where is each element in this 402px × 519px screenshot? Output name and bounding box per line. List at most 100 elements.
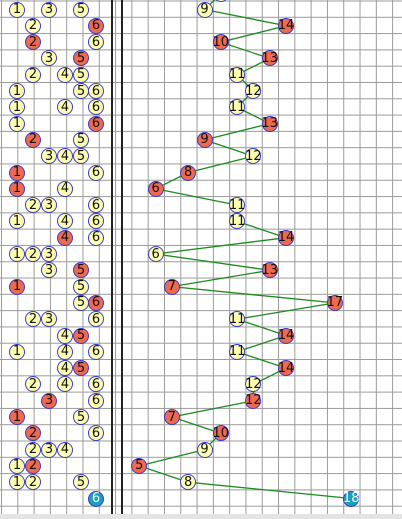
die-cell: 2 (25, 425, 41, 442)
die-cell: 3 (41, 392, 57, 409)
path-segment (171, 269, 270, 288)
path-node: 13 (261, 115, 278, 132)
die-cell: 1 (9, 180, 25, 197)
die-cell: 3 (41, 311, 57, 328)
path-node: 8 (180, 164, 197, 181)
die-cell: 4 (57, 441, 73, 458)
die-cell: 2 (25, 131, 41, 148)
panel-divider-left (111, 0, 113, 519)
die-cell: 6 (88, 343, 104, 360)
die-cell: 3 (41, 262, 57, 279)
die-cell: 5 (73, 294, 89, 311)
path-node: 11 (228, 343, 246, 360)
path-node: 9 (196, 131, 213, 148)
die-cell: 2 (25, 197, 41, 214)
die-cell: 2 (25, 17, 41, 34)
path-node: 14 (277, 229, 295, 246)
die-cell: 5 (73, 262, 89, 279)
path-segment (236, 302, 336, 320)
die-cell: 1 (9, 474, 25, 491)
path-segment (155, 253, 270, 271)
path-node: 10 (212, 425, 230, 442)
path-node: 14 (277, 17, 295, 34)
path-node: 9 (196, 441, 213, 458)
die-cell: 4 (57, 99, 73, 116)
path-segment (188, 481, 352, 500)
path-node: 7 (163, 278, 180, 295)
die-cell: 1 (9, 278, 25, 295)
die-cell: 2 (25, 441, 41, 458)
die-cell: 5 (73, 50, 89, 67)
path-node: 13 (261, 262, 278, 279)
panel-divider-right (121, 0, 123, 519)
path-segment (188, 155, 254, 174)
die-cell: 4 (57, 180, 73, 197)
path-node: 10 (212, 34, 230, 51)
die-cell: 6 (88, 376, 104, 393)
path-segment (204, 122, 270, 141)
path-segment (171, 285, 335, 304)
die-cell: 6 (88, 425, 104, 442)
die-cell: 1 (9, 83, 25, 99)
die-cell: 5 (73, 66, 89, 83)
die-cell: 1 (9, 246, 25, 262)
path-segment (139, 465, 189, 483)
die-cell: 1 (9, 457, 25, 474)
die-cell: 6 (88, 34, 104, 51)
path-node: 6 (147, 180, 164, 197)
die-cell: 2 (25, 66, 41, 83)
die-cell: 1 (9, 115, 25, 132)
die-cell: 5 (73, 409, 89, 425)
die-cell: 1 (9, 343, 25, 360)
path-node: 10 (213, 0, 229, 2)
path-node: 6 (147, 246, 164, 262)
path-node: 11 (228, 197, 246, 214)
die-cell: 5 (73, 1, 89, 18)
die-cell: 4 (57, 148, 73, 165)
die-cell: 6 (88, 294, 104, 311)
path-node: 11 (228, 311, 246, 328)
die-cell: 4 (57, 213, 73, 230)
die-cell: 2 (25, 474, 41, 491)
die-cell: 1 (9, 213, 25, 230)
bottom-scrollbar[interactable] (0, 514, 402, 519)
die-cell: 6 (88, 83, 104, 99)
die-cell: 5 (73, 474, 89, 491)
path-node: 14 (277, 327, 295, 344)
path-node: 12 (245, 392, 262, 409)
die-cell: 5 (73, 131, 89, 148)
die-cell: 2 (25, 34, 41, 51)
die-cell: 3 (41, 50, 57, 67)
path-segment (220, 25, 287, 43)
die-cell: 5 (73, 360, 89, 377)
die-cell: 3 (41, 246, 57, 262)
die-cell: 6 (88, 197, 104, 214)
path-node: 7 (163, 409, 180, 425)
path-segment (204, 8, 287, 27)
die-cell: 2 (25, 311, 41, 328)
die-cell: 4 (57, 376, 73, 393)
die-cell: 6 (88, 392, 104, 409)
path-node: 11 (228, 213, 246, 230)
path-node: 12 (245, 376, 262, 393)
path-segment (139, 448, 205, 467)
path-segment (236, 220, 287, 239)
die-cell: 2 (25, 457, 41, 474)
die-cell: 6 (88, 213, 104, 230)
die-cell: 3 (41, 148, 57, 165)
path-node: 12 (245, 148, 262, 165)
die-cell: 1 (9, 409, 25, 425)
path-segment (220, 41, 270, 60)
path-node: 12 (245, 83, 262, 99)
path-segment (236, 334, 287, 353)
die-cell: 6 (88, 229, 104, 246)
path-node: 5 (131, 457, 148, 474)
path-segment (155, 188, 238, 206)
path-node: 13 (261, 50, 278, 67)
die-cell: 4 (57, 343, 73, 360)
die-cell: 3 (41, 441, 57, 458)
die-cell: 5 (73, 327, 89, 344)
path-segment (236, 351, 287, 369)
die-cell: 6 (88, 311, 104, 328)
